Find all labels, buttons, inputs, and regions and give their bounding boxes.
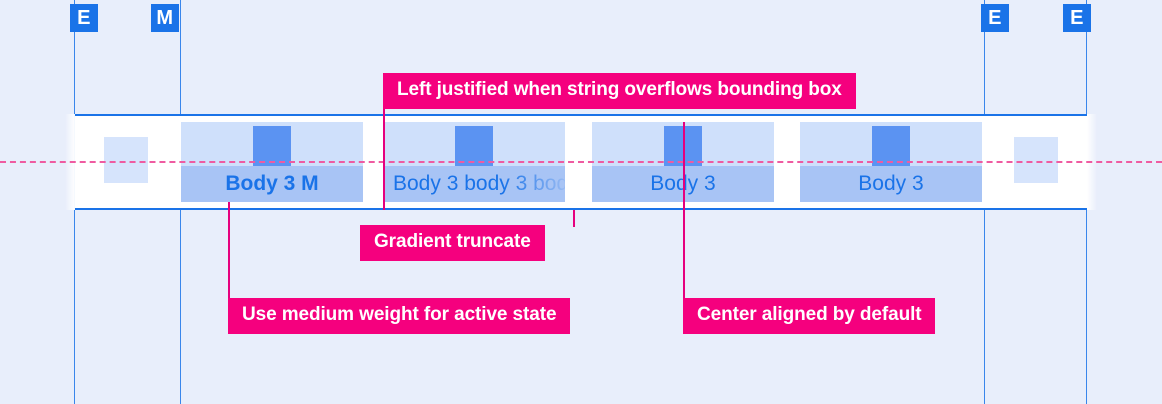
tab-cell-overflow[interactable]: Body 3 body 3 body 3 [383,122,565,202]
tab-label-area: Body 3 [800,166,982,202]
marker-edge-right-outer: E [1063,4,1091,32]
callout-gradient-truncate: Gradient truncate [360,225,545,261]
tab-icon [253,126,291,166]
connector-gradient-truncate [573,210,575,227]
tab-icon-area [181,122,363,166]
connector-medium-weight [228,202,230,299]
ghost-square-left [104,137,148,183]
connector-left-justified [383,105,385,210]
tab-label: Body 3 body 3 body 3 [393,172,565,195]
ghost-square-right [1014,137,1058,183]
connector-center-aligned [683,122,685,299]
marker-margin-left: M [151,4,179,32]
tab-label: Body 3 [858,172,924,195]
tab-label-area: Body 3 body 3 body 3 [383,166,565,202]
vertical-center-guideline [0,161,1162,163]
tab-icon [455,126,493,166]
tab-label-area: Body 3 M [181,166,363,202]
tab-icon-area [383,122,565,166]
tab-icon [872,126,910,166]
marker-edge-left: E [70,4,98,32]
tab-cell-default-2[interactable]: Body 3 [800,122,982,202]
tab-label: Body 3 M [225,172,319,195]
callout-medium-weight: Use medium weight for active state [228,298,571,334]
callout-left-justified: Left justified when string overflows bou… [383,73,856,109]
tab-label: Body 3 [650,172,716,195]
tab-cell-active[interactable]: Body 3 M [181,122,363,202]
marker-edge-right-inner: E [981,4,1009,32]
callout-center-aligned: Center aligned by default [683,298,936,334]
tab-icon-area [800,122,982,166]
